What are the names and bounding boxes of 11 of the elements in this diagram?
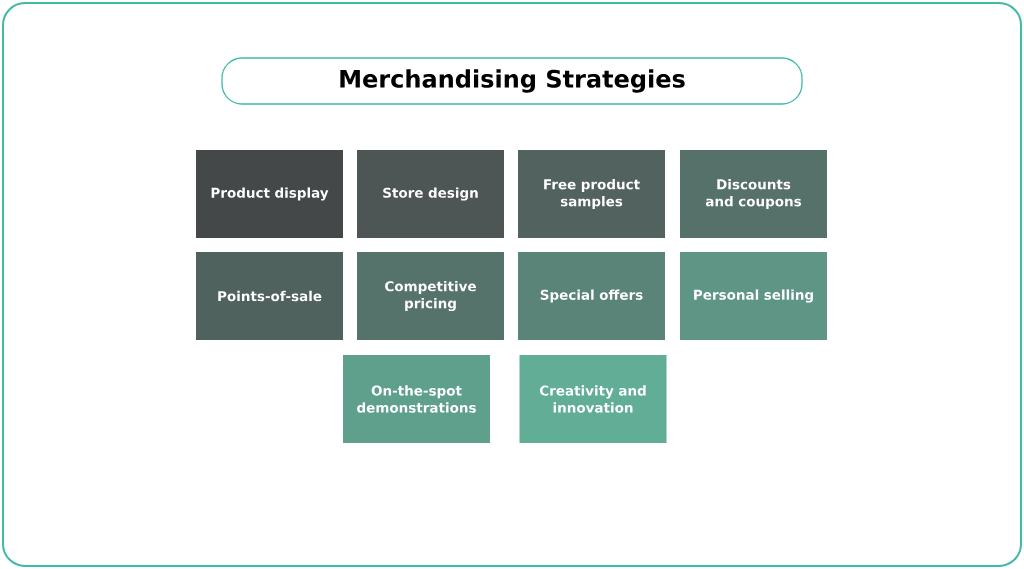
strategy-box: Personal selling xyxy=(680,252,827,340)
strategy-box: Competitive pricing xyxy=(357,252,504,340)
strategy-box: Store design xyxy=(357,150,504,238)
strategy-box: Product display xyxy=(196,150,343,238)
strategy-box: On-the-spot demonstrations xyxy=(343,355,490,443)
strategy-box: Points-of-sale xyxy=(196,252,343,340)
strategy-box: Special offers xyxy=(518,252,665,340)
title-box: Merchandising Strategies xyxy=(221,57,803,105)
strategy-box: Creativity and innovation xyxy=(519,355,667,443)
strategy-box: Free product samples xyxy=(518,150,665,238)
strategy-box: Discounts and coupons xyxy=(680,150,827,238)
